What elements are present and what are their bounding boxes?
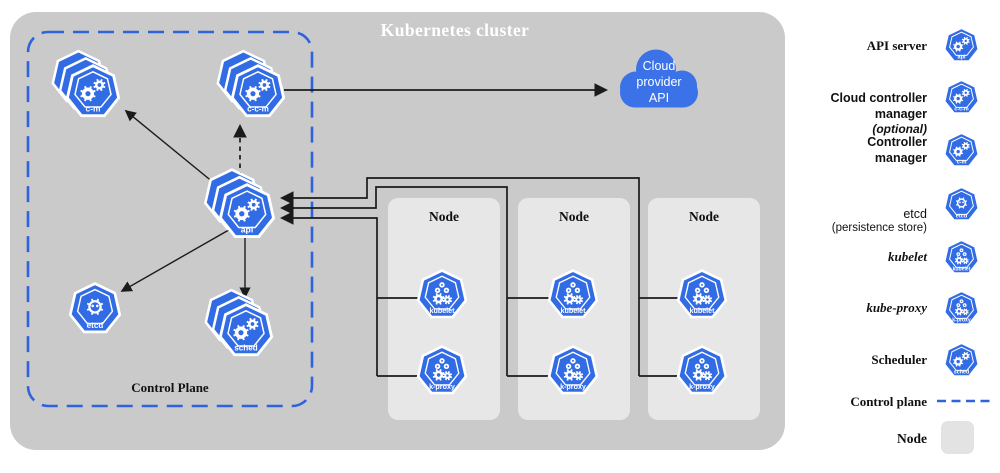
svg-text:kubelet: kubelet	[429, 307, 455, 315]
legend-label-scheduler: Scheduler	[871, 352, 927, 367]
etcd-hexagon: etcd	[68, 282, 122, 336]
legend-label-api-server: API server	[866, 38, 927, 53]
api-server-hexagons: api	[203, 168, 276, 241]
cluster-title: Kubernetes cluster	[380, 20, 530, 40]
cloud-provider-api-text: Cloud provider API	[612, 46, 706, 116]
svg-text:api: api	[241, 224, 254, 234]
node2-kubelet-hexagon: kubelet	[547, 269, 599, 321]
legend-api-icon: api	[943, 26, 980, 64]
svg-text:c-c-m: c-c-m	[954, 106, 969, 112]
cloud-text-line2: provider	[636, 74, 682, 89]
legend-cm-icon: c-m	[943, 131, 980, 169]
node-swatch	[941, 421, 974, 454]
legend-label-controller-manager: Controller manager	[867, 135, 927, 165]
legend-note-optional: (optional)	[872, 122, 927, 136]
node-title: Node	[559, 209, 589, 224]
svg-text:c-m: c-m	[956, 159, 966, 165]
cloud-text-line1: Cloud	[642, 58, 676, 73]
legend-label-cloud-controller-manager: Cloud controller manager (optional)	[780, 74, 927, 152]
legend-label-kubelet: kubelet	[888, 249, 927, 264]
node-title: Node	[689, 209, 719, 224]
cloud-provider-api: Cloud provider API	[612, 46, 706, 116]
control-plane-label: Control Plane	[131, 380, 209, 395]
svg-text:k-proxy: k-proxy	[689, 383, 715, 391]
controller-manager-hexagons: c-m	[51, 49, 121, 120]
control-plane-dash-swatch	[937, 399, 992, 403]
legend-kproxy-icon: k-proxy	[943, 289, 980, 327]
scheduler-hexagons: sched	[204, 288, 274, 359]
svg-text:etcd: etcd	[955, 213, 967, 219]
svg-text:k-proxy: k-proxy	[429, 383, 455, 391]
svg-text:sched: sched	[953, 369, 969, 375]
svg-text:api: api	[957, 54, 965, 60]
node3-kproxy-hexagon: k-proxy	[676, 345, 728, 397]
legend-kubelet-icon: kubelet	[943, 238, 980, 276]
svg-text:kubelet: kubelet	[952, 266, 970, 272]
legend-label-etcd: etcd (persistence store)	[780, 192, 927, 249]
node1-kproxy-hexagon: k-proxy	[416, 345, 468, 397]
legend-ccm-icon: c-c-m	[943, 78, 980, 116]
legend-etcd-icon: etcd	[943, 185, 980, 223]
svg-text:c-m: c-m	[86, 104, 101, 114]
legend-sched-icon: sched	[943, 341, 980, 379]
node-title: Node	[429, 209, 459, 224]
svg-text:kubelet: kubelet	[689, 307, 715, 315]
node2-kproxy-hexagon: k-proxy	[547, 345, 599, 397]
svg-text:sched: sched	[234, 344, 257, 353]
svg-text:etcd: etcd	[87, 321, 104, 330]
legend-label-node: Node	[897, 431, 927, 446]
node1-kubelet-hexagon: kubelet	[416, 269, 468, 321]
svg-text:c-c-m: c-c-m	[247, 105, 269, 114]
cloud-text-line3: API	[648, 91, 670, 106]
legend-note-persistence-store: (persistence store)	[831, 222, 927, 234]
legend-label-control-plane: Control plane	[850, 394, 927, 409]
legend-label-kube-proxy: kube-proxy	[866, 300, 927, 315]
cloud-controller-manager-hexagons: c-c-m	[216, 49, 286, 120]
svg-text:k-proxy: k-proxy	[952, 317, 971, 323]
node3-kubelet-hexagon: kubelet	[676, 269, 728, 321]
svg-text:kubelet: kubelet	[560, 307, 586, 315]
svg-text:k-proxy: k-proxy	[560, 383, 586, 391]
cloud-icon	[620, 49, 698, 108]
